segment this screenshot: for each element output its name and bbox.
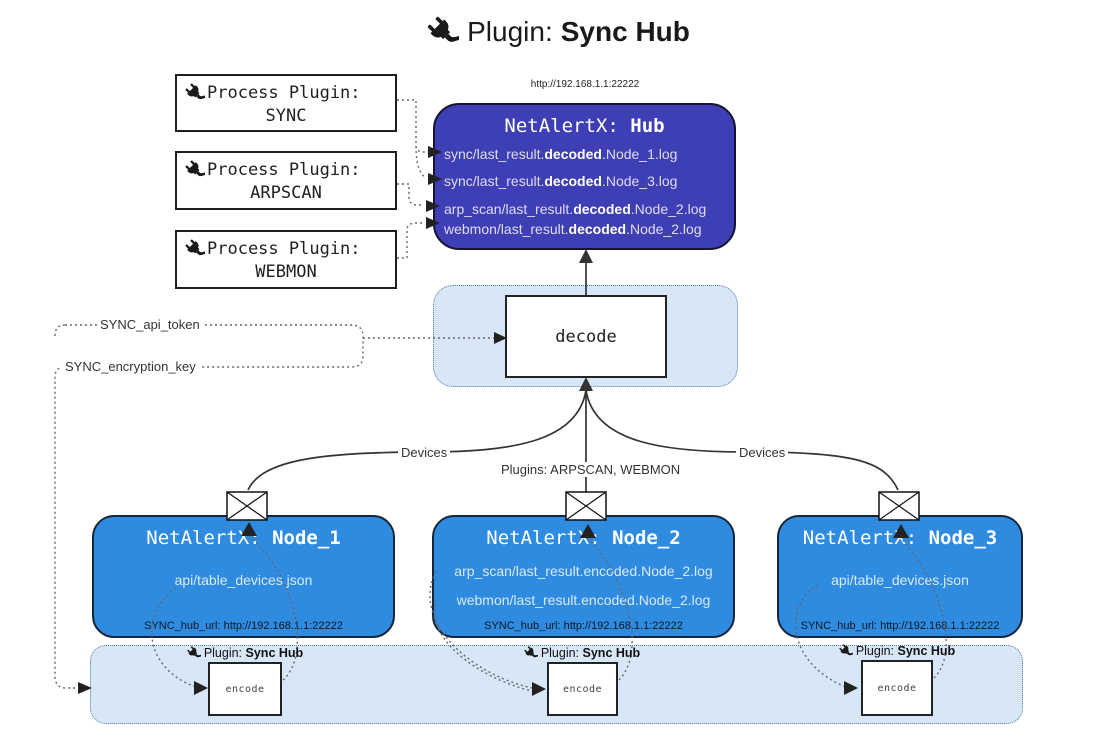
page-title-prefix: Plugin: xyxy=(467,16,553,47)
hub-log-line: arp_scan/last_result.decoded.Node_2.log xyxy=(444,201,707,217)
process-plugin-label: Process Plugin: xyxy=(207,239,361,259)
node-line: api/table_devices.json xyxy=(831,572,969,588)
node-2: NetAlertX: Node_2 arp_scan/last_result.e… xyxy=(432,515,735,638)
devices-label-left: Devices xyxy=(398,445,451,460)
process-plugin-webmon: Process Plugin: WEBMON xyxy=(175,230,397,289)
edge-arpscan-to-hub xyxy=(397,183,424,206)
node-line: arp_scan/last_result.encoded.Node_2.log xyxy=(454,563,713,579)
plug-icon xyxy=(185,83,205,103)
decode-box: decode xyxy=(505,295,667,378)
process-plugin-sync: Process Plugin: SYNC xyxy=(175,74,397,132)
process-plugin-label: Process Plugin: xyxy=(207,160,361,180)
encode-caption-3: Plugin: Sync Hub xyxy=(822,644,972,658)
encode-caption-2: Plugin: Sync Hub xyxy=(507,646,657,660)
plug-icon xyxy=(185,160,205,180)
hub-node: NetAlertX: Hub sync/last_result.decoded.… xyxy=(433,103,736,250)
node-title: NetAlertX: Node_1 xyxy=(146,527,341,549)
node-hub-url: SYNC_hub_url: http://192.168.1.1:22222 xyxy=(484,620,683,632)
node-line: api/table_devices.json xyxy=(174,572,313,588)
page-title-name: Sync Hub xyxy=(560,16,690,47)
process-plugin-name: WEBMON xyxy=(255,262,317,282)
plug-icon xyxy=(839,644,853,658)
edge-webmon-to-hub xyxy=(397,222,424,259)
hub-log-line: sync/last_result.decoded.Node_1.log xyxy=(444,146,678,162)
node-1: NetAlertX: Node_1 api/table_devices.json… xyxy=(92,515,395,638)
node-hub-url: SYNC_hub_url: http://192.168.1.1:22222 xyxy=(800,620,1000,632)
sync-api-token-label: SYNC_api_token xyxy=(97,317,203,332)
edge-sync-to-hub-2 xyxy=(415,145,427,179)
plug-icon xyxy=(187,646,201,660)
sync-encryption-key-label: SYNC_encryption_key xyxy=(62,359,199,374)
edge-sync-to-hub-1 xyxy=(397,99,428,153)
node-line: webmon/last_result.encoded.Node_2.log xyxy=(456,592,711,608)
devices-label-right: Devices xyxy=(736,445,789,460)
node-title: NetAlertX: Node_2 xyxy=(486,527,681,549)
hub-title: NetAlertX: Hub xyxy=(435,115,734,137)
encode-box-2: encode xyxy=(547,662,618,716)
node-hub-url: SYNC_hub_url: http://192.168.1.1:22222 xyxy=(144,620,343,632)
node-3: NetAlertX: Node_3 api/table_devices.json… xyxy=(777,515,1023,638)
hub-title-name: Hub xyxy=(630,115,665,137)
plug-icon xyxy=(185,239,205,259)
process-plugin-label: Process Plugin: xyxy=(207,83,361,103)
plugins-label: Plugins: ARPSCAN, WEBMON xyxy=(498,462,684,477)
process-plugin-arpscan: Process Plugin: ARPSCAN xyxy=(175,151,397,210)
encode-caption-1: Plugin: Sync Hub xyxy=(170,646,320,660)
process-plugin-name: SYNC xyxy=(265,106,307,126)
encode-box-1: encode xyxy=(208,662,282,716)
hub-log-line: sync/last_result.decoded.Node_3.log xyxy=(444,173,678,189)
page-title: Plugin: Sync Hub xyxy=(0,16,1117,48)
arrowhead xyxy=(579,249,593,263)
node-title: NetAlertX: Node_3 xyxy=(802,527,998,549)
encode-box-3: encode xyxy=(861,660,933,716)
hub-title-prefix: NetAlertX: xyxy=(504,115,631,137)
process-plugin-name: ARPSCAN xyxy=(250,183,322,203)
plug-icon xyxy=(524,646,538,660)
edge-settings-corner xyxy=(54,324,66,337)
hub-log-line: webmon/last_result.decoded.Node_2.log xyxy=(444,221,702,237)
hub-url-label: http://192.168.1.1:22222 xyxy=(530,79,640,90)
plug-icon xyxy=(427,16,459,48)
